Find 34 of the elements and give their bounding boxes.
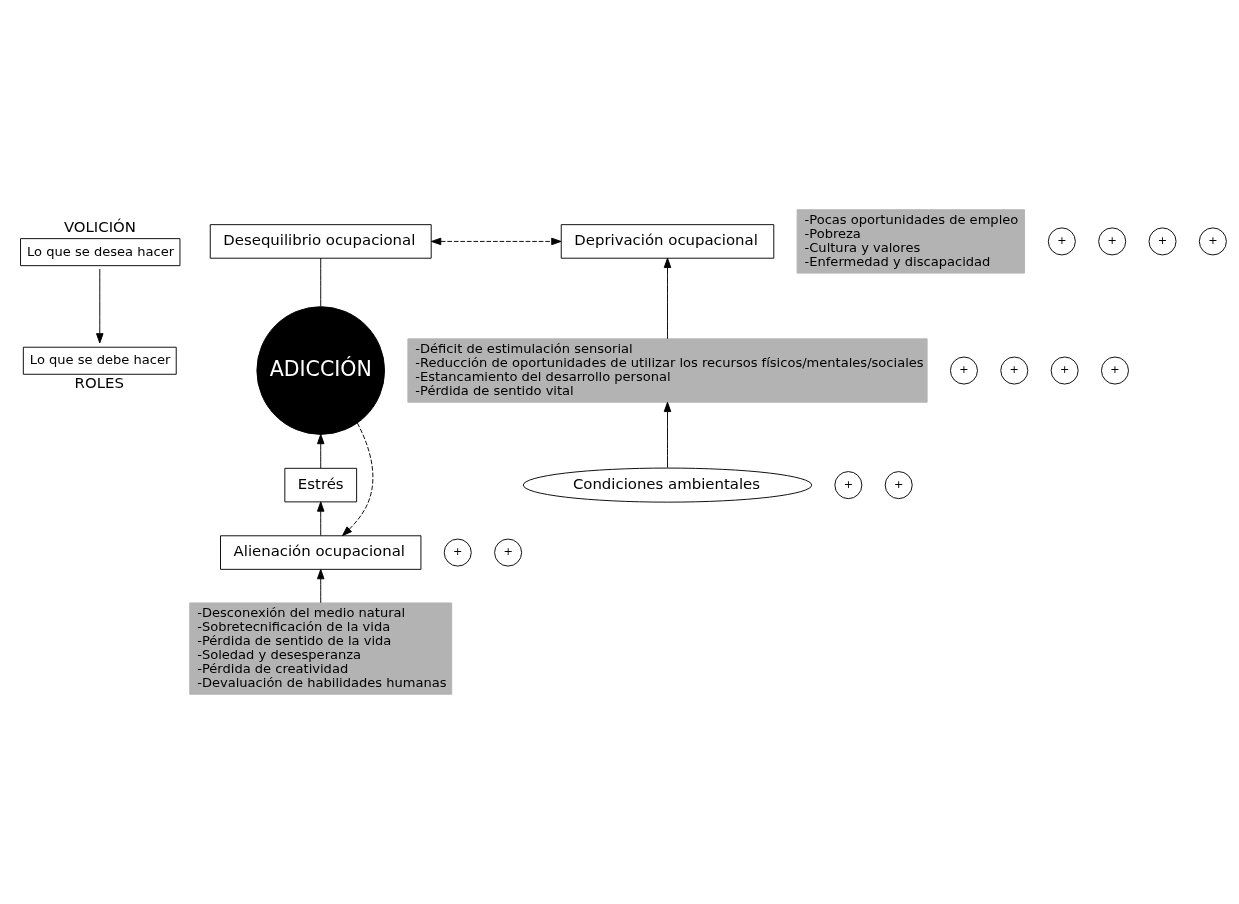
connector — [320, 257, 322, 307]
node-circle: + — [1101, 356, 1129, 385]
node-circle: + — [1047, 227, 1076, 256]
node-circle: + — [1198, 227, 1227, 256]
node-box: Alienación ocupacional — [220, 535, 422, 570]
node-circle: + — [1098, 227, 1127, 256]
node-box: -Pocas oportunidades de empleo -Pobreza -Cultura y valores -Enfermedad y discapacidad — [796, 209, 1025, 274]
node-circle: + — [1148, 227, 1177, 256]
node-circle: + — [443, 538, 472, 567]
node-circle: + — [494, 538, 523, 567]
node-label: ROLES — [74, 374, 124, 393]
node-circle: + — [1000, 356, 1029, 385]
arrow — [96, 268, 104, 344]
node-ellipse: Condiciones ambientales — [522, 467, 813, 503]
node-circle: + — [834, 471, 863, 500]
arrow — [663, 401, 672, 469]
node-box: Lo que se debe hacer — [22, 346, 177, 375]
node-box: Estrés — [284, 467, 358, 503]
node-label: VOLICIÓN — [63, 217, 136, 236]
node-box: -Déficit de estimulación sensorial -Reducción de oportunidades de utilizar los recursos físicos/mentales/sociales -Estancamiento del desarrollo personal -Pérdida de sentido vital — [407, 338, 928, 403]
node-circle: ADICCIÓN — [256, 306, 386, 435]
node-box: Deprivación ocupacional — [560, 224, 775, 259]
arrow — [317, 433, 325, 469]
arrow — [317, 501, 325, 536]
arrow — [431, 237, 562, 246]
arrow — [317, 569, 325, 604]
node-circle: + — [884, 471, 913, 500]
node-box: -Desconexión del medio natural -Sobretecnificación de la vida -Pérdida de sentido de la vida -Soledad y desesperanza -Pérdida de creatividad -Devaluación de habilidades humanas — [189, 602, 453, 695]
arrow — [341, 422, 374, 537]
node-circle: + — [949, 356, 978, 385]
node-box: Lo que se desea hacer — [20, 238, 181, 267]
node-circle: + — [1050, 356, 1079, 385]
arrow — [663, 257, 672, 340]
node-box: Desequilibrio ocupacional — [209, 224, 432, 259]
